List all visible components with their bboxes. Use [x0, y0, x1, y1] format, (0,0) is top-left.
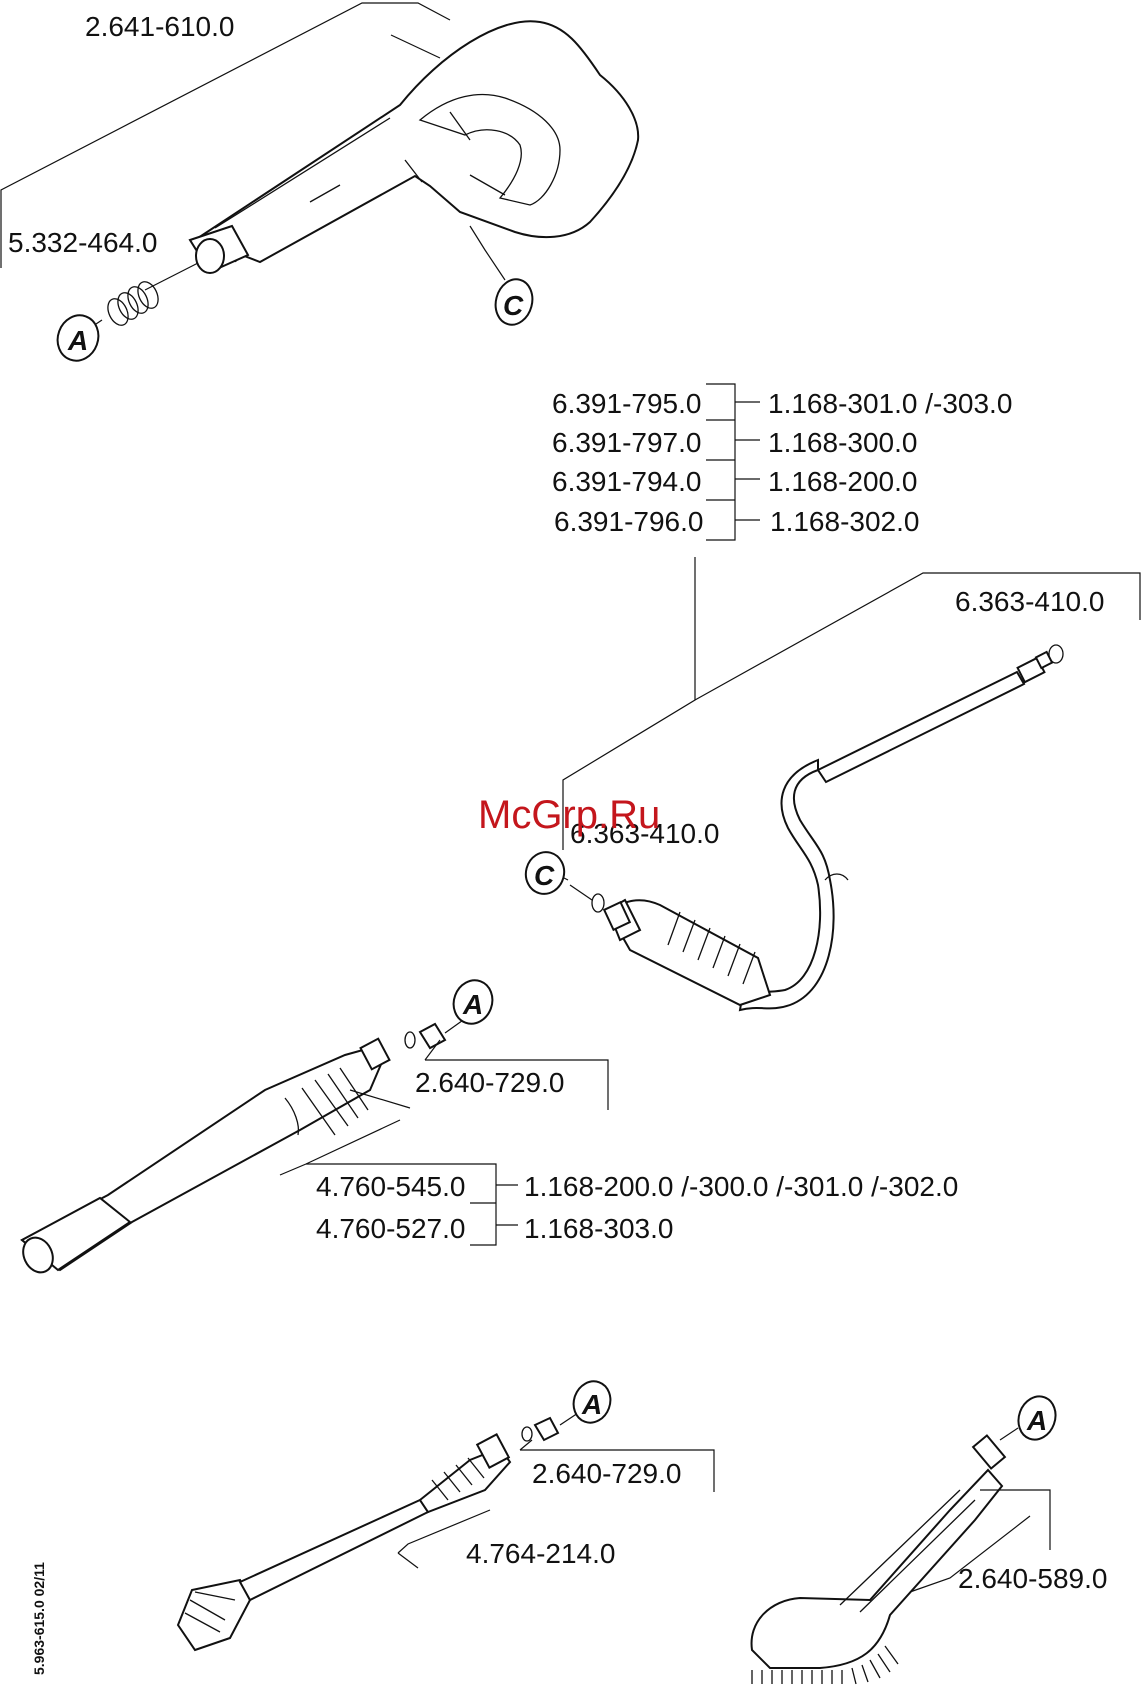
spray-gun: [0, 2, 640, 329]
svg-text:C: C: [503, 290, 524, 321]
nozzle-pn-2: 4.760-527.0: [316, 1213, 465, 1244]
lance-part-table: 6.391-795.0 6.391-797.0 6.391-794.0 6.39…: [552, 383, 1141, 850]
lance-pn-1: 6.391-795.0: [552, 388, 701, 419]
svg-text:A: A: [1026, 1405, 1047, 1436]
watermark: McGrp.Ru: [478, 793, 660, 837]
nozzle-adapter-1-part-number: 2.640-729.0: [415, 1067, 564, 1098]
svg-text:A: A: [581, 1389, 602, 1420]
dirt-blaster: [176, 1412, 715, 1652]
lance-pn-3: 6.391-794.0: [552, 466, 701, 497]
oring-top-icon: [1048, 644, 1064, 664]
nozzle-model-1: 1.168-200.0 /-300.0 /-301.0 /-302.0: [524, 1171, 958, 1202]
svg-text:A: A: [67, 325, 88, 356]
callout-a-nozzle: A: [452, 979, 494, 1025]
oring-mid-part-number: 6.363-410.0: [570, 818, 719, 849]
dirtblaster-part-number: 4.764-214.0: [466, 1538, 615, 1569]
callout-a-dirtblaster: A: [572, 1380, 612, 1424]
svg-text:A: A: [462, 989, 483, 1020]
svg-text:C: C: [534, 860, 555, 891]
lance-pn-4: 6.391-796.0: [554, 506, 703, 537]
brush-bristles-icon: [751, 1645, 899, 1685]
callout-a-gun: A: [56, 314, 100, 362]
lance-model-4: 1.168-302.0: [770, 506, 919, 537]
lance-pn-2: 6.391-797.0: [552, 427, 701, 458]
oring-top-part-number: 6.363-410.0: [955, 586, 1104, 617]
spring-icon: [107, 281, 159, 326]
callout-c-gun: C: [494, 278, 534, 326]
document-code: 5.963-615.0 02/11: [31, 1562, 47, 1675]
gun-insert-part-number: 5.332-464.0: [8, 227, 157, 258]
nozzle-model-2: 1.168-303.0: [524, 1213, 673, 1244]
lance-model-1: 1.168-301.0 /-303.0: [768, 388, 1012, 419]
vario-nozzle: [20, 1017, 609, 1274]
dirtblaster-adapter-part-number: 2.640-729.0: [532, 1458, 681, 1489]
wash-brush: [750, 1427, 1051, 1685]
gun-part-number: 2.641-610.0: [85, 11, 234, 42]
lance-model-3: 1.168-200.0: [768, 466, 917, 497]
spray-lance: [547, 644, 1064, 1012]
callout-a-brush: A: [1017, 1395, 1057, 1441]
callout-c-lance: C: [524, 851, 566, 895]
brush-part-number: 2.640-589.0: [958, 1563, 1107, 1594]
nozzle-pn-1: 4.760-545.0: [316, 1171, 465, 1202]
lance-model-2: 1.168-300.0: [768, 427, 917, 458]
oring-mid-icon: [591, 893, 605, 913]
